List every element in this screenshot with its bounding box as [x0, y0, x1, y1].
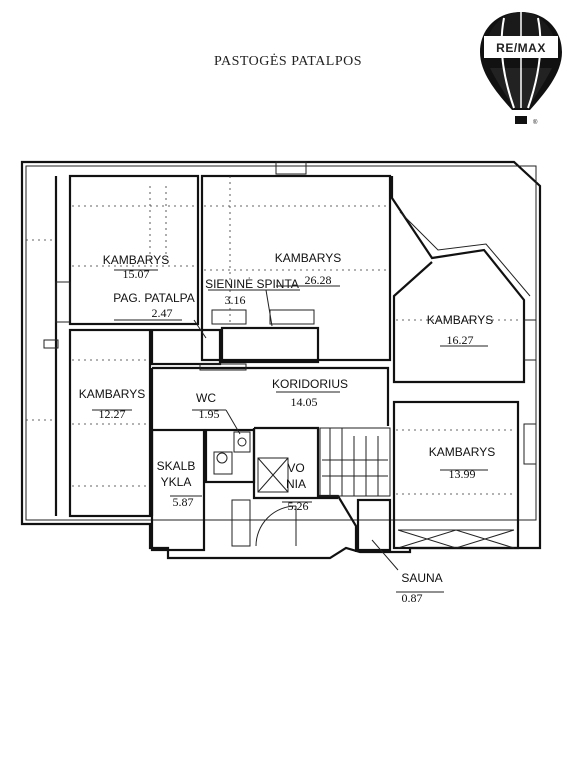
slope-line — [149, 176, 231, 326]
room-area: 15.07 — [123, 267, 150, 281]
room-skalbykla: SKALB YKLA 5.87 — [157, 459, 196, 509]
room-name: SIENINĖ SPINTA — [205, 277, 299, 291]
room-name: VO — [287, 461, 304, 475]
room-name: KAMBARYS — [427, 313, 493, 327]
room-sienine-spinta: SIENINĖ SPINTA 3.16 — [205, 277, 299, 307]
room-area: 5.87 — [173, 495, 194, 509]
room-koridorius: KORIDORIUS 14.05 — [272, 377, 348, 409]
room-name: NIA — [286, 477, 306, 491]
room-area: 16.27 — [447, 333, 474, 347]
room-area: 2.47 — [152, 306, 173, 320]
stair-treads — [322, 428, 388, 496]
room-wall-sauna — [356, 498, 392, 552]
room-name: WC — [196, 391, 216, 405]
label-leader-lines — [92, 269, 488, 593]
room-pag-patalpa: PAG. PATALPA 2.47 — [113, 291, 195, 320]
room-name: SAUNA — [401, 571, 442, 585]
logo-registered-mark: ® — [533, 119, 538, 126]
room-name: KAMBARYS — [275, 251, 341, 265]
room-name: YKLA — [161, 475, 192, 489]
room-sauna: SAUNA 0.87 — [401, 571, 442, 605]
room-name: SKALB — [157, 459, 196, 473]
window-marks — [43, 161, 537, 465]
room-area: 14.05 — [291, 395, 318, 409]
room-wall-kambarys-6 — [68, 328, 152, 518]
room-area: 1.95 — [199, 407, 220, 421]
room-kambarys-9: KAMBARYS 13.99 — [429, 445, 495, 481]
page-title: PASTOGĖS PATALPOS — [213, 54, 363, 69]
room-wall-skalbykla — [150, 428, 206, 552]
roof-window-mark — [397, 529, 515, 549]
sanitary-fixtures — [213, 431, 297, 547]
room-area: 5.26 — [288, 499, 309, 513]
room-wall-kambarys-1 — [68, 174, 200, 326]
room-kambarys-2: KAMBARYS 26.28 — [275, 251, 341, 287]
room-wall-pag-patalpa — [150, 328, 222, 366]
room-area: 12.27 — [99, 407, 126, 421]
room-wall-sienine-spinta — [220, 326, 320, 364]
room-area: 0.87 — [402, 591, 423, 605]
room-kambarys-1: KAMBARYS 15.07 — [103, 253, 169, 281]
room-kambarys-5: KAMBARYS 16.27 — [427, 313, 493, 347]
room-name: KAMBARYS — [103, 253, 169, 267]
remax-balloon-logo: RE/MAX ® — [480, 12, 562, 126]
room-area: 26.28 — [305, 273, 332, 287]
logo-text: RE/MAX — [496, 41, 546, 55]
room-wall-kambarys-2 — [200, 174, 392, 362]
room-vonia: VO NIA 5.26 — [286, 461, 309, 513]
outer-wall — [20, 160, 542, 560]
room-name: KAMBARYS — [79, 387, 145, 401]
room-name: KORIDORIUS — [272, 377, 348, 391]
room-kambarys-6: KAMBARYS 12.27 — [79, 387, 145, 421]
bay-window — [399, 211, 531, 297]
staircase — [319, 427, 391, 497]
room-wc: WC 1.95 — [196, 391, 220, 421]
slope-line — [26, 205, 522, 495]
room-area: 13.99 — [449, 467, 476, 481]
room-name: KAMBARYS — [429, 445, 495, 459]
room-area: 3.16 — [225, 293, 246, 307]
room-name: PAG. PATALPA — [113, 291, 195, 305]
